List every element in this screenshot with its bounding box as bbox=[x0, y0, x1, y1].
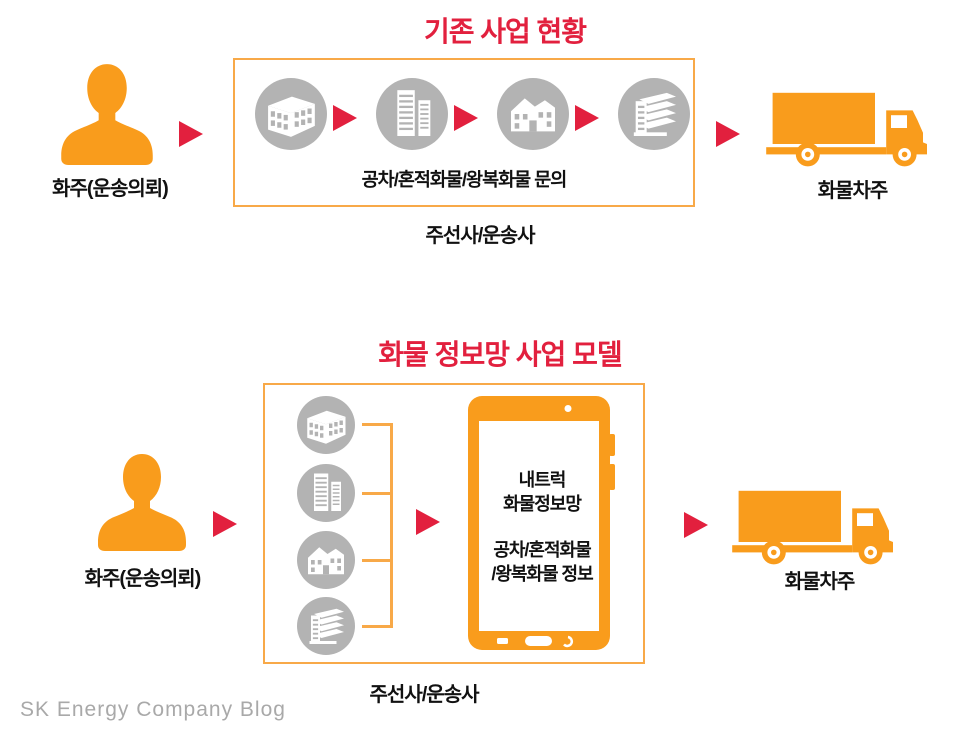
building-slab-icon bbox=[621, 81, 687, 147]
carrier-label: 화물차주 bbox=[784, 571, 856, 593]
arrow-right-icon bbox=[213, 511, 237, 537]
connector-line bbox=[362, 492, 392, 495]
arrow-right-icon bbox=[179, 121, 203, 147]
arrow-right-icon bbox=[333, 105, 357, 131]
shipper-label: 화주(운송의뢰) bbox=[84, 568, 202, 590]
arrow-right-icon bbox=[416, 509, 440, 535]
arrow-right-icon bbox=[716, 121, 740, 147]
tablet-app-body-line2: /왕복화물 정보 bbox=[491, 564, 593, 584]
arrow-right-icon bbox=[575, 105, 599, 131]
person-icon bbox=[55, 62, 159, 166]
building-towers-icon bbox=[299, 466, 353, 520]
tablet-icon bbox=[468, 396, 616, 650]
broker-label: 주선사/운송사 bbox=[425, 225, 536, 247]
person-icon bbox=[92, 452, 192, 552]
building-circle bbox=[255, 78, 327, 150]
broker-box-caption: 공차/혼적화물/왕복화물 문의 bbox=[361, 169, 568, 190]
connector-line bbox=[362, 559, 392, 562]
building-circle bbox=[297, 531, 355, 589]
building-lowrise-icon bbox=[258, 81, 324, 147]
truck-icon bbox=[766, 88, 936, 168]
building-lowrise-icon bbox=[299, 398, 353, 452]
connector-line bbox=[362, 625, 392, 628]
building-circle bbox=[297, 396, 355, 454]
broker-label: 주선사/운송사 bbox=[369, 684, 480, 706]
watermark-text: SK Energy Company Blog bbox=[20, 698, 286, 721]
building-slab-icon bbox=[299, 599, 353, 653]
building-angled-icon bbox=[299, 533, 353, 587]
building-towers-icon bbox=[379, 81, 445, 147]
building-circle bbox=[376, 78, 448, 150]
truck-icon bbox=[732, 486, 902, 566]
building-circle bbox=[297, 464, 355, 522]
building-circle bbox=[497, 78, 569, 150]
shipper-label: 화주(운송의뢰) bbox=[52, 178, 169, 200]
section-title-new: 화물 정보망 사업 모델 bbox=[378, 339, 622, 370]
connector-line bbox=[362, 423, 392, 426]
tablet-app-title-line1: 내트럭 bbox=[518, 470, 567, 490]
section-title-existing: 기존 사업 현황 bbox=[423, 16, 587, 47]
tablet-app-body: 공차/혼적화물 /왕복화물 정보 bbox=[470, 538, 614, 586]
arrow-right-icon bbox=[684, 512, 708, 538]
arrow-right-icon bbox=[454, 105, 478, 131]
tablet-app-title-line2: 화물정보망 bbox=[503, 494, 582, 514]
tablet-app-body-line1: 공차/혼적화물 bbox=[493, 540, 591, 560]
carrier-label: 화물차주 bbox=[817, 180, 889, 202]
connector-line bbox=[390, 423, 393, 628]
tablet-app-title: 내트럭 화물정보망 bbox=[478, 468, 606, 516]
building-angled-icon bbox=[500, 81, 566, 147]
building-circle bbox=[618, 78, 690, 150]
building-circle bbox=[297, 597, 355, 655]
